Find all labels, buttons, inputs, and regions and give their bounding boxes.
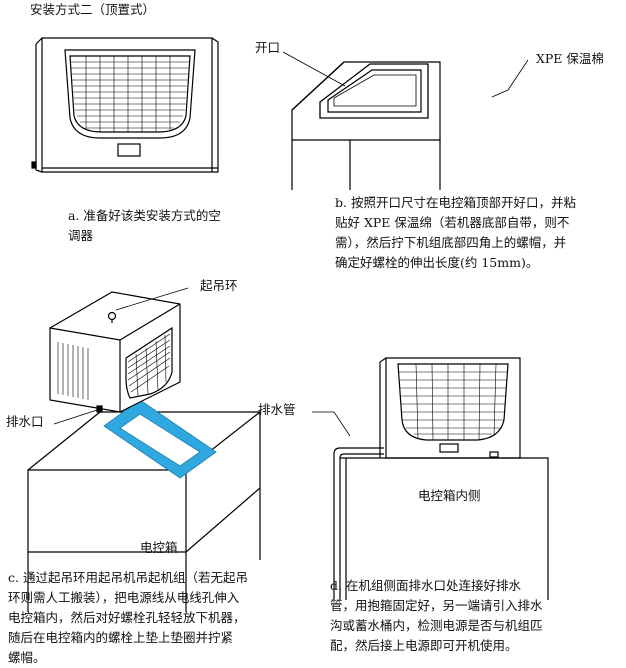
panel-b-caption-line-2: 贴好 XPE 保温绵（若机器底部自带，则不 bbox=[335, 215, 570, 230]
label-xpe-insulation: XPE 保温棉 bbox=[536, 51, 604, 66]
panel-b-caption-line-3: 需），然后拧下机组底部四角上的螺帽，并 bbox=[335, 235, 567, 250]
label-lifting-ring: 起吊环 bbox=[200, 278, 238, 293]
panel-c-caption: c. 通过起吊环用起吊机吊起机组（若无起吊 环则需人工搬装），把电源线从电线孔伸… bbox=[8, 568, 248, 668]
panel-d-caption-line-1: d. 在机组侧面排水口处连接好排水 bbox=[330, 578, 521, 593]
opening-leader-line bbox=[282, 51, 346, 87]
panel-b-caption: b. 按照开口尺寸在电控箱顶部开好口，并粘 贴好 XPE 保温绵（若机器底部自带… bbox=[335, 193, 576, 273]
label-cabinet-inside: 电控箱内侧 bbox=[418, 488, 481, 503]
drain-port bbox=[96, 405, 103, 413]
panel-d-caption-line-3: 沟或蓄水桶内，检测电源是否与机组匹 bbox=[330, 618, 543, 633]
panel-a-unit bbox=[31, 37, 219, 173]
panel-c-caption-line-4: 随后在电控箱内的螺栓上垫上垫圈并拧紧 bbox=[8, 630, 234, 645]
drain-pipe bbox=[333, 447, 384, 600]
opening-frame bbox=[319, 63, 429, 119]
mounted-ac-unit bbox=[385, 357, 521, 459]
panel-c-caption-line-5: 螺帽。 bbox=[8, 650, 46, 665]
xpe-leader-line bbox=[491, 59, 529, 98]
panel-b-caption-line-4: 确定好螺栓的伸出长度(约 15mm)。 bbox=[335, 255, 539, 270]
panel-d-caption-line-4: 配，然后接上电源即可开机使用。 bbox=[330, 638, 518, 653]
panel-a-caption-line-1: a. 准备好该类安装方式的空 bbox=[68, 208, 221, 223]
panel-a-caption: a. 准备好该类安装方式的空 调器 bbox=[68, 206, 221, 246]
panel-b-caption-line-1: b. 按照开口尺寸在电控箱顶部开好口，并粘 bbox=[335, 195, 576, 210]
panel-a-caption-line-2: 调器 bbox=[68, 228, 94, 243]
panel-d-caption: d. 在机组侧面排水口处连接好排水 管，用抱箍固定好，另一端请引入排水 沟或蓄水… bbox=[330, 576, 543, 656]
panel-c-caption-line-3: 电控箱内，然后对好螺栓孔轻轻放下机器， bbox=[8, 610, 246, 625]
label-opening: 开口 bbox=[255, 40, 281, 55]
section-heading: 安装方式二（顶置式） bbox=[30, 2, 156, 17]
label-drain-port: 排水口 bbox=[6, 414, 44, 429]
panel-c-caption-line-2: 环则需人工搬装），把电源线从电线孔伸入 bbox=[8, 590, 240, 605]
lifting-ring-leader-line bbox=[115, 287, 189, 311]
label-cabinet: 电控箱 bbox=[140, 540, 178, 555]
panel-c-caption-line-1: c. 通过起吊环用起吊机吊起机组（若无起吊 bbox=[8, 570, 248, 585]
cabinet-side bbox=[345, 457, 549, 600]
panel-d-caption-line-2: 管，用抱箍固定好，另一端请引入排水 bbox=[330, 598, 543, 613]
label-drain-pipe: 排水管 bbox=[258, 402, 296, 417]
drain-port-leader-line bbox=[53, 409, 98, 425]
drain-pipe-leader-line bbox=[312, 411, 351, 437]
